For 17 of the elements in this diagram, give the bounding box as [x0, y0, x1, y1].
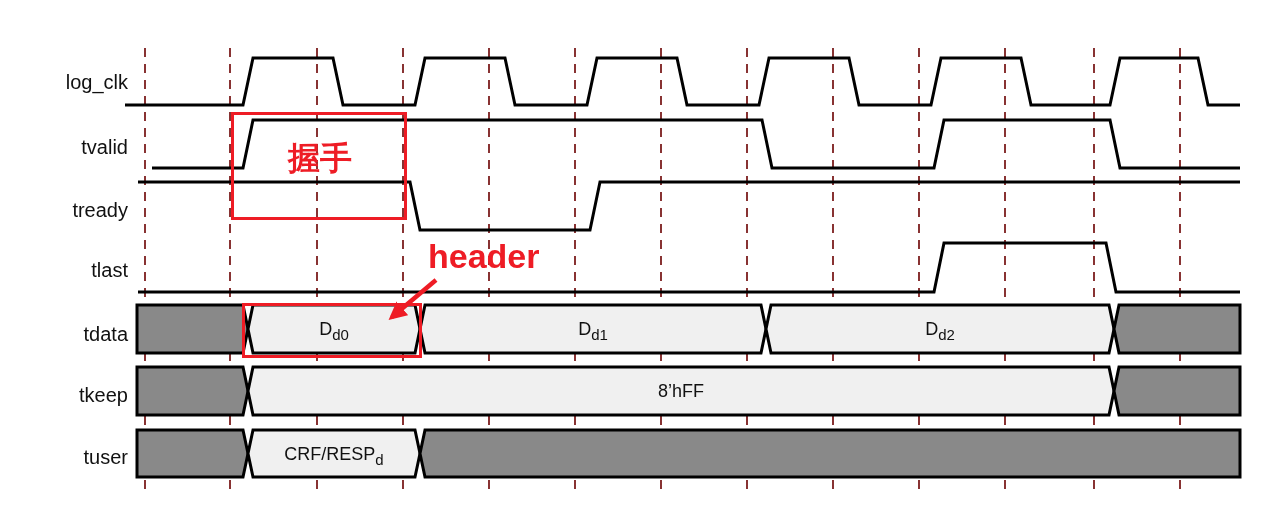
- bus-value: CRF/RESP$_{d}$: [284, 443, 384, 464]
- handshake-highlight-box: [231, 112, 407, 220]
- signal-name: tready: [71, 198, 128, 222]
- arrow: [388, 278, 438, 320]
- bus-value: 8’hFF: [658, 381, 704, 401]
- signal-name: tvalid: [80, 135, 128, 159]
- header-highlight-box: [242, 303, 422, 358]
- signal-name: tdata: [82, 322, 128, 346]
- bus-value: D$_{d1}$: [578, 319, 608, 339]
- signal-name: tlast: [90, 258, 128, 282]
- annotation-text: 握手: [288, 139, 352, 178]
- signal-name: tkeep: [78, 383, 128, 407]
- bus-value: D$_{d0}$: [319, 319, 349, 339]
- signal-name: log_clk: [64, 70, 128, 94]
- bus-value: D$_{d2}$: [925, 319, 955, 339]
- annotation-text: header: [428, 236, 558, 278]
- signal-name: tuser: [82, 445, 128, 469]
